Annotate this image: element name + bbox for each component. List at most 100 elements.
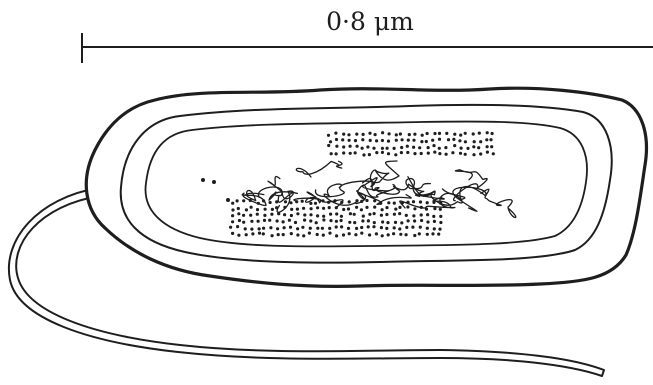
ribosome-dot xyxy=(464,153,467,156)
ribosome-dot xyxy=(489,138,492,141)
ribosome-dot xyxy=(271,234,274,237)
ribosome-dot xyxy=(451,151,454,154)
ribosome-dot xyxy=(290,232,293,235)
ribosome-dot xyxy=(360,208,363,211)
ribosome-dot xyxy=(335,138,338,141)
ribosome-dot xyxy=(381,147,384,150)
ribosome-dot xyxy=(453,144,456,147)
ribosome-dot xyxy=(472,145,475,148)
ribosome-dot xyxy=(439,215,442,218)
ribosome-dot xyxy=(244,227,247,230)
ribosome-dot xyxy=(335,234,338,237)
ribosome-dot xyxy=(354,139,357,142)
ribosome-dot xyxy=(381,208,384,211)
ribosome-dot xyxy=(439,221,442,224)
ribosome-dot xyxy=(426,227,429,230)
ribosome-dot xyxy=(327,144,330,147)
ribosome-dot xyxy=(334,132,337,135)
ribosome-dot xyxy=(381,139,384,142)
ribosome-dot xyxy=(394,153,397,156)
ribosome-dot xyxy=(301,200,304,203)
ribosome-dot xyxy=(373,221,376,224)
ribosome-dot xyxy=(335,225,338,228)
ribosome-dot xyxy=(453,133,456,136)
ribosome-dot xyxy=(373,212,376,215)
ribosome-dot xyxy=(372,147,375,150)
ribosome-dot xyxy=(330,152,333,155)
ribosome-dot xyxy=(407,139,410,142)
ribosome-dot xyxy=(263,219,266,222)
ribosome-dot xyxy=(413,207,416,210)
ribosome-dot xyxy=(361,138,364,141)
ribosome-dot xyxy=(393,202,396,205)
ribosome-dot xyxy=(381,151,384,154)
ribosome-dot xyxy=(394,208,397,211)
ribosome-dot xyxy=(347,227,350,230)
ribosome-dot xyxy=(405,214,408,217)
ribosome-dot xyxy=(226,198,230,202)
ribosome-dot xyxy=(335,212,338,215)
ribosome-dot xyxy=(369,139,372,142)
ribosome-dot xyxy=(288,219,291,222)
ribosome-dot xyxy=(347,133,350,136)
ribosome-dot xyxy=(406,151,409,154)
ribosome-dot xyxy=(426,132,429,135)
ribosome-dot xyxy=(459,134,462,137)
ribosome-dot xyxy=(355,227,358,230)
ribosome-dot xyxy=(245,233,248,236)
ribosome-dot xyxy=(360,226,363,229)
ribosome-dot xyxy=(310,207,313,210)
ribosome-dot xyxy=(256,208,259,211)
ribosome-dot xyxy=(412,146,415,149)
ribosome-dot xyxy=(433,220,436,223)
ribosome-dot xyxy=(420,219,423,222)
ribosome-dot xyxy=(231,220,234,223)
ribosome-dot xyxy=(348,221,351,224)
ribosome-dot xyxy=(236,225,239,228)
ribosome-dot xyxy=(395,133,398,136)
ribosome-dot xyxy=(231,214,234,217)
ribosome-dot xyxy=(433,227,436,230)
ribosome-dot xyxy=(405,233,408,236)
ribosome-dot xyxy=(322,234,325,237)
ribosome-dot xyxy=(296,227,299,230)
ribosome-dot xyxy=(473,140,476,143)
ribosome-dot xyxy=(444,146,447,149)
ribosome-dot xyxy=(387,152,390,155)
ribosome-dot xyxy=(342,145,345,148)
ribosome-dot xyxy=(341,138,344,141)
ribosome-dot xyxy=(361,147,364,150)
ribosome-dot xyxy=(251,232,254,235)
ribosome-dot xyxy=(375,151,378,154)
ribosome-dot xyxy=(258,232,261,235)
ribosome-dot xyxy=(373,206,376,209)
ribosome-dot xyxy=(393,147,396,150)
ribosome-dot xyxy=(335,220,338,223)
ribosome-dot xyxy=(466,147,469,150)
ribosome-dot xyxy=(283,226,286,229)
ribosome-dot xyxy=(490,145,493,148)
ribosome-dot xyxy=(242,199,245,202)
ribosome-dot xyxy=(419,226,422,229)
ribosome-dot xyxy=(464,132,467,135)
ribosome-dot xyxy=(431,139,434,142)
ribosome-dot xyxy=(421,134,424,137)
ribosome-dot xyxy=(385,213,388,216)
ribosome-dot xyxy=(309,227,312,230)
ribosome-dot xyxy=(269,226,272,229)
ribosome-dot xyxy=(419,200,422,203)
ribosome-dot xyxy=(381,131,384,134)
ribosome-dot xyxy=(472,132,475,135)
ribosome-dot xyxy=(486,145,489,148)
ribosome-dot xyxy=(282,233,285,236)
ribosome-dot xyxy=(386,221,389,224)
ribosome-dot xyxy=(354,151,357,154)
ribosome-dot xyxy=(348,232,351,235)
ribosome-dot xyxy=(368,233,371,236)
ribosome-dot xyxy=(290,208,293,211)
ribosome-dot xyxy=(314,202,317,205)
ribosome-dot xyxy=(250,220,253,223)
ribosome-dot xyxy=(464,140,467,143)
ribosome-dot xyxy=(340,215,343,218)
